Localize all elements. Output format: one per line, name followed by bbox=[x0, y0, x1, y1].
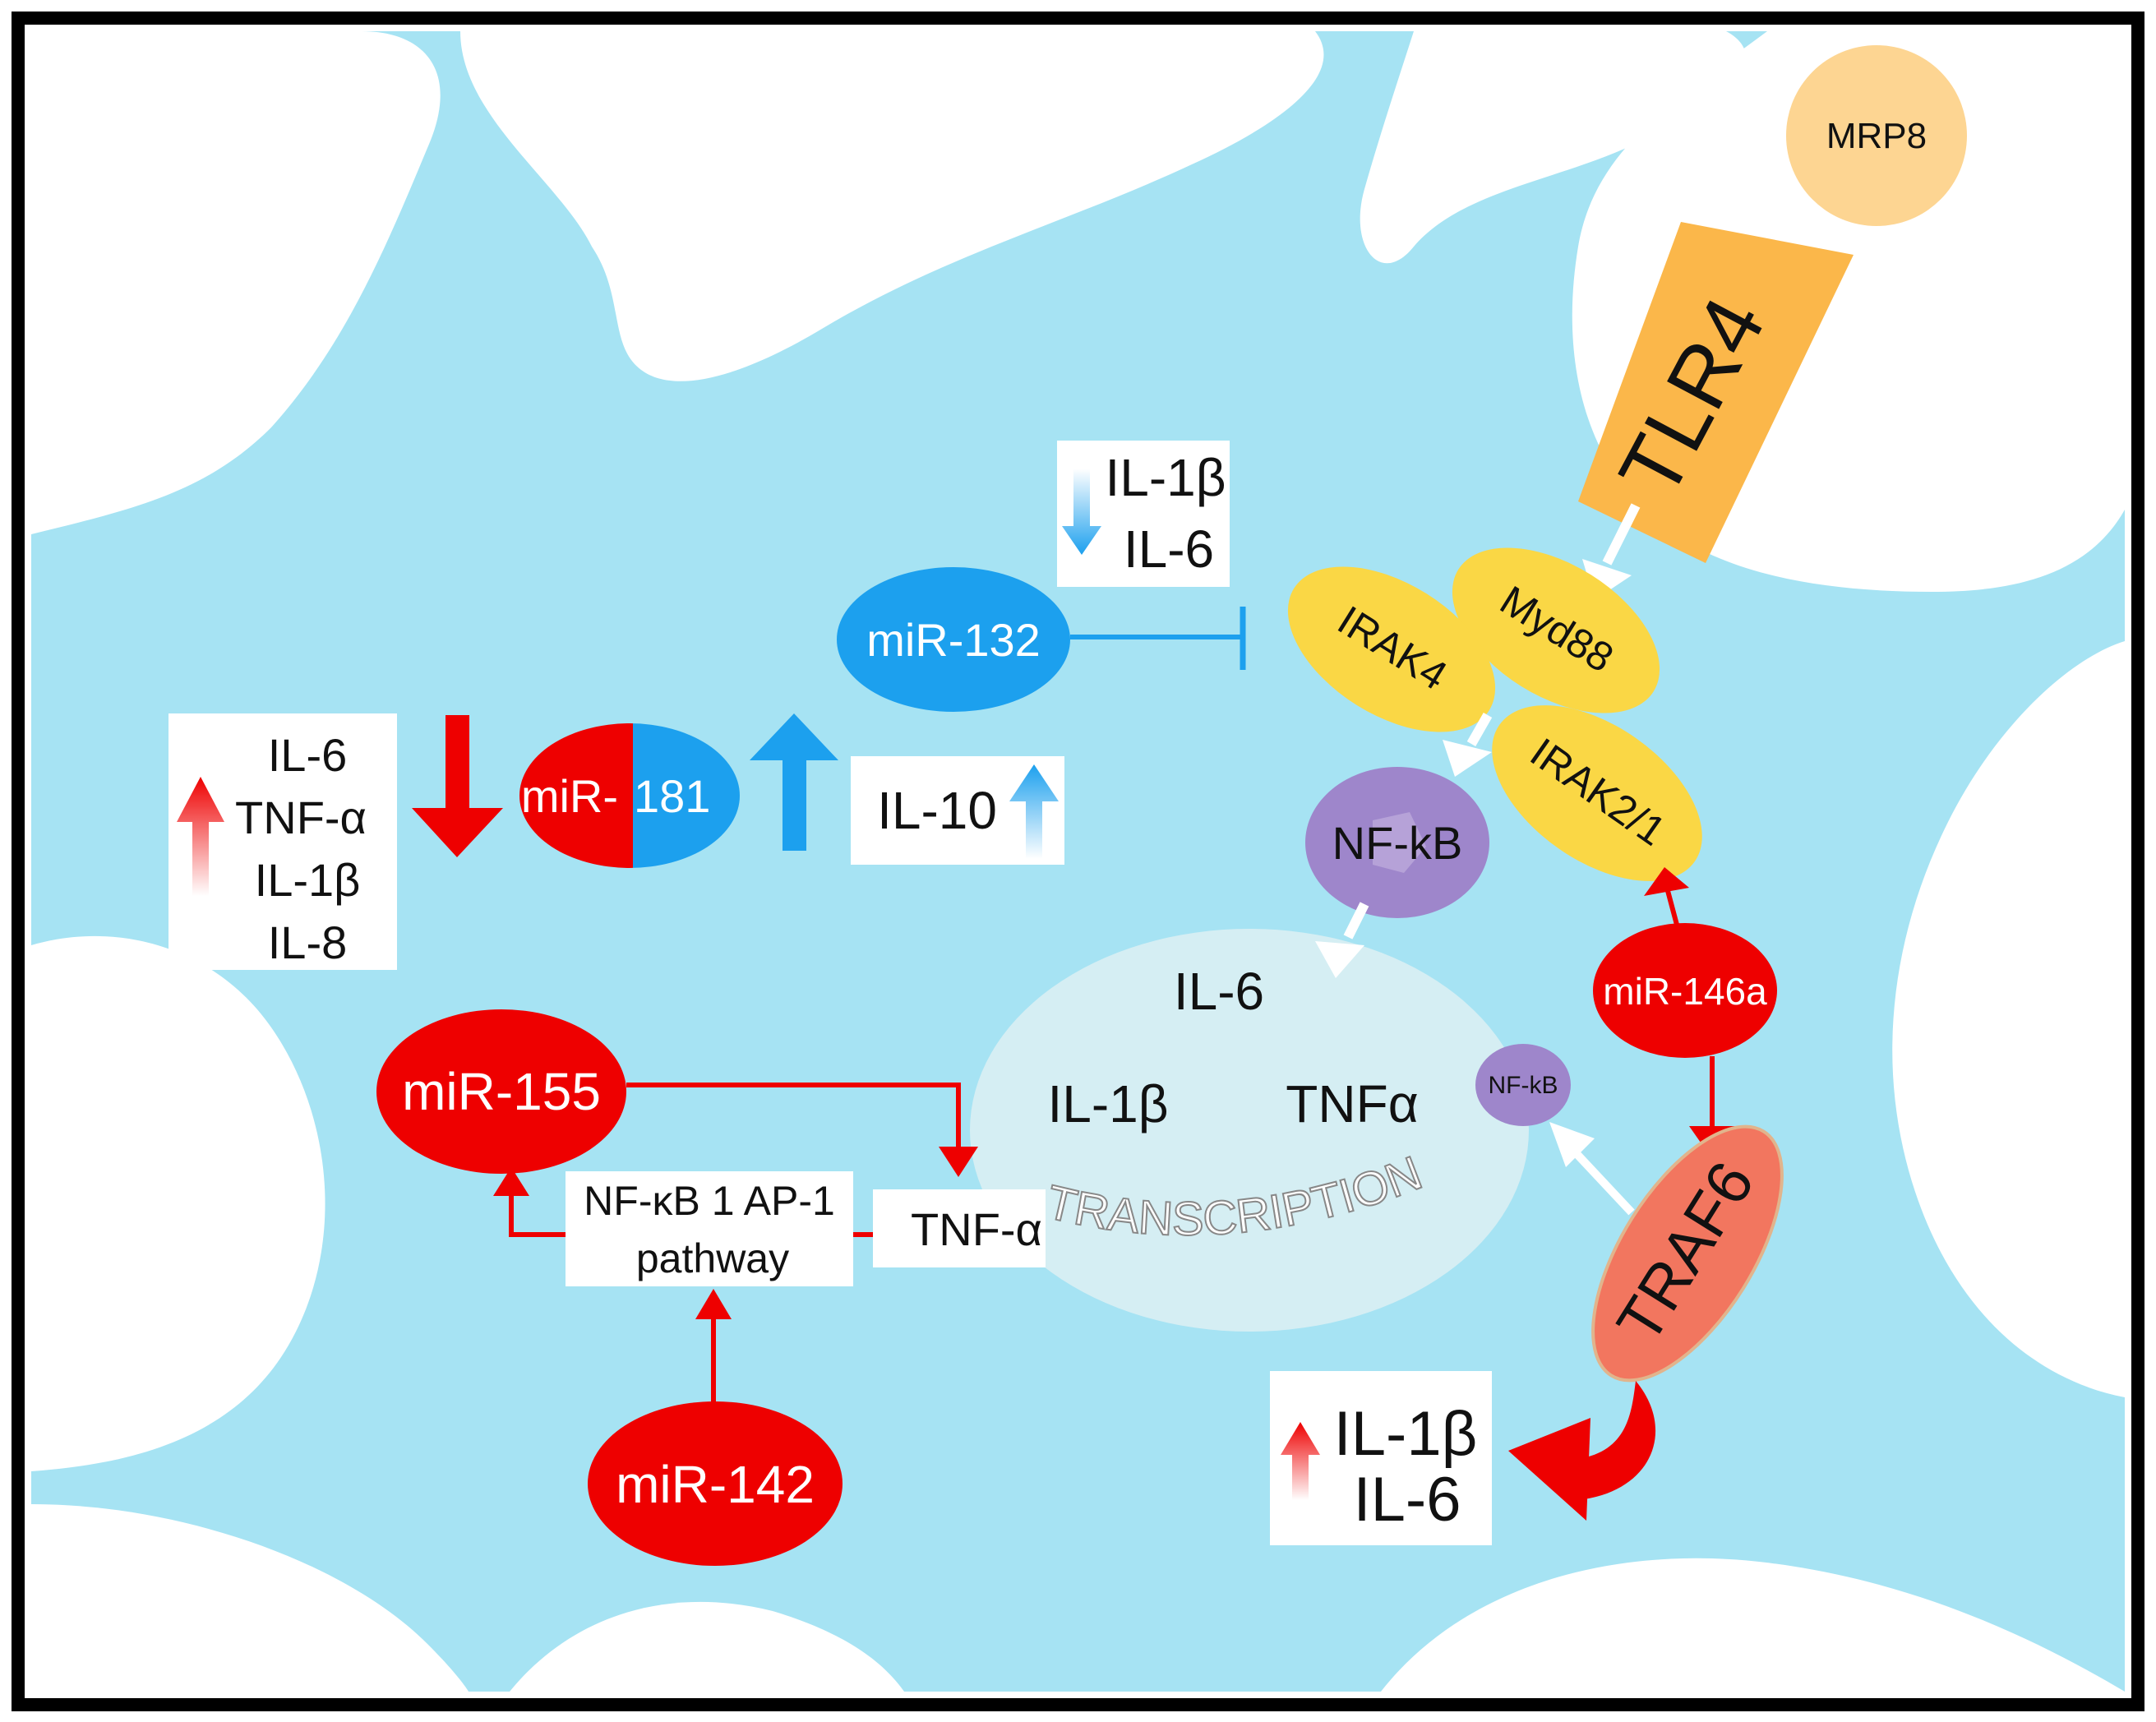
nfkb-highlight bbox=[1373, 812, 1426, 873]
mir132-node bbox=[837, 567, 1070, 712]
mir142-to-pathway-arrowhead bbox=[695, 1289, 732, 1319]
myd88-node bbox=[1452, 547, 1660, 713]
traf6-curved-arrow bbox=[1578, 1381, 1656, 1500]
tlr4-receptor bbox=[1578, 222, 1854, 563]
irak21-node bbox=[1492, 705, 1702, 881]
mir146a-node bbox=[1593, 923, 1777, 1058]
traf6-output-up-arrow bbox=[1281, 1422, 1320, 1500]
irak4-node bbox=[1287, 566, 1496, 732]
mir181-box-up-arrow bbox=[177, 777, 224, 896]
mir181-blue-up-arrow bbox=[750, 713, 838, 851]
mir142-label: miR-142 bbox=[616, 1455, 815, 1514]
il10-label: IL-10 bbox=[877, 781, 997, 840]
mir181-box-il1b: IL-1β bbox=[255, 854, 361, 906]
mir146a-to-irak-arrow bbox=[1664, 887, 1679, 926]
tnfa-box bbox=[873, 1189, 1046, 1267]
irak-to-nfkb-arrowhead bbox=[1443, 740, 1492, 777]
traf6-output-il1b: IL-1β bbox=[1334, 1399, 1478, 1469]
nfkb-to-nucleus-arrowhead bbox=[1315, 941, 1364, 978]
mir142-node bbox=[588, 1401, 843, 1566]
mir181-box-il6: IL-6 bbox=[268, 729, 348, 781]
mir181-box-il8: IL-8 bbox=[268, 916, 348, 968]
mir132-target-down-arrow bbox=[1062, 469, 1101, 555]
mir132-target-il6: IL-6 bbox=[1124, 519, 1214, 579]
nucleus bbox=[970, 929, 1529, 1332]
nucleus-il6: IL-6 bbox=[1174, 962, 1264, 1021]
mir132-label: miR-132 bbox=[866, 614, 1041, 666]
mrp8-ligand bbox=[1786, 45, 1967, 226]
mrp8-label: MRP8 bbox=[1826, 116, 1927, 156]
mir155-label: miR-155 bbox=[402, 1062, 601, 1121]
mir155-to-tnfa-line bbox=[626, 1083, 961, 1151]
tlr4-to-myd88-arrow bbox=[1602, 503, 1641, 566]
traf6-curved-arrowhead bbox=[1508, 1418, 1590, 1521]
irak-to-nfkb-arrow bbox=[1466, 713, 1493, 746]
mir181-red-down-arrow bbox=[412, 715, 503, 857]
mir181-box-tnfa: TNF-α bbox=[235, 792, 367, 843]
mir181-label-left: miR- bbox=[521, 770, 618, 822]
mir132-target-il1b: IL-1β bbox=[1105, 448, 1226, 507]
pathway-line1: NF-κB 1 AP-1 bbox=[584, 1178, 835, 1224]
tnfa-label: TNF-α bbox=[911, 1203, 1042, 1255]
traf6-to-nfkb-arrowhead bbox=[1549, 1122, 1595, 1167]
nfkb-label: NF-kB bbox=[1332, 817, 1463, 869]
traf6-node bbox=[1591, 1124, 1784, 1383]
mir155-node bbox=[376, 1009, 626, 1174]
mir155-to-tnfa-arrowhead bbox=[939, 1147, 978, 1177]
nucleus-tnfa: TNFα bbox=[1286, 1074, 1418, 1133]
mir146a-label: miR-146a bbox=[1603, 970, 1767, 1013]
nucleus-il1b: IL-1β bbox=[1047, 1074, 1168, 1133]
nfkb-small-node bbox=[1475, 1044, 1571, 1126]
nfkb-small-label: NF-kB bbox=[1489, 1072, 1558, 1099]
nfkb-to-nucleus-arrow bbox=[1343, 902, 1369, 939]
mir146a-to-irak-arrowhead bbox=[1644, 867, 1689, 896]
traf6-output-il6: IL-6 bbox=[1354, 1465, 1461, 1535]
il10-up-arrow bbox=[1009, 764, 1059, 859]
pathway-box bbox=[566, 1171, 853, 1286]
pathway-line2: pathway bbox=[636, 1235, 789, 1281]
traf6-to-nfkb-arrow bbox=[1567, 1143, 1635, 1216]
diagram-border bbox=[12, 12, 2144, 1711]
mir181-label-right: 181 bbox=[634, 770, 710, 822]
pathway-to-mir155-arrowhead bbox=[493, 1167, 529, 1196]
